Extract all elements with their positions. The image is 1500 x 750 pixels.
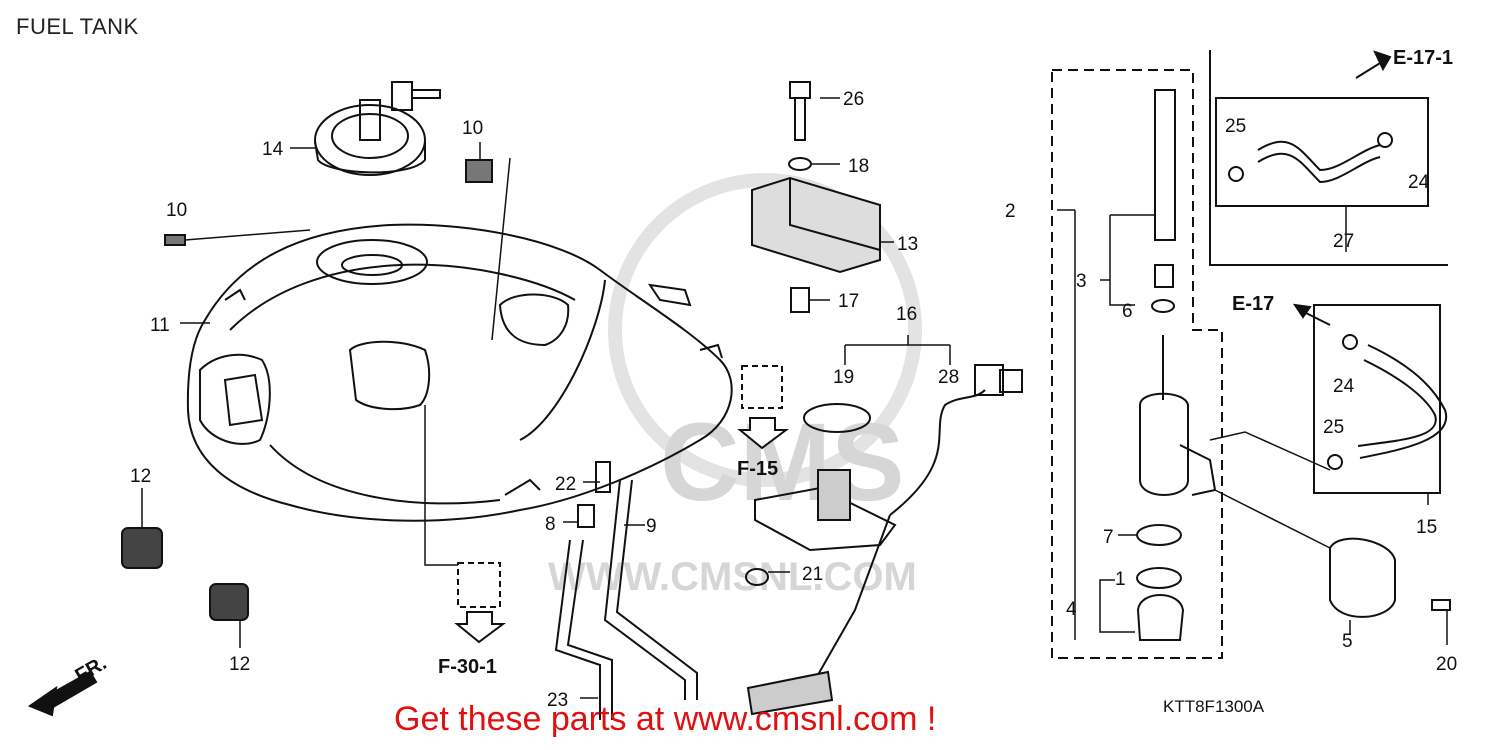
grommets xyxy=(121,527,249,621)
ref-f15: F-15 xyxy=(737,458,778,480)
callout-8: 8 xyxy=(545,514,556,535)
callout-1: 1 xyxy=(1115,569,1126,590)
callout-24-lower: 24 xyxy=(1333,376,1355,397)
leader-lines xyxy=(141,97,1448,699)
ref-e17-1: E-17-1 xyxy=(1393,47,1453,69)
callout-24-upper: 24 xyxy=(1408,172,1430,193)
callout-27: 27 xyxy=(1333,231,1354,252)
callout-22: 22 xyxy=(555,474,576,495)
callout-11: 11 xyxy=(150,315,170,336)
ref-f30-1: F-30-1 xyxy=(438,656,497,678)
group-frames xyxy=(1051,50,1448,659)
callouts: 14 10 10 11 12 12 26 18 13 17 16 19 28 2… xyxy=(130,89,1457,711)
callout-2: 2 xyxy=(1005,201,1016,222)
fuel-cap xyxy=(314,81,441,176)
callout-3: 3 xyxy=(1076,271,1087,292)
watermark: CMS WWW.CMSNL.COM xyxy=(548,173,922,599)
promo-link[interactable]: Get these parts at www.cmsnl.com ! xyxy=(394,700,937,738)
callout-10-top: 10 xyxy=(462,118,483,139)
callout-28: 28 xyxy=(938,367,959,388)
watermark-brand: CMS xyxy=(660,401,904,524)
fuel-cock xyxy=(1136,89,1451,641)
callout-6: 6 xyxy=(1122,301,1133,322)
diagram-title: FUEL TANK xyxy=(16,14,139,39)
reference-arrows xyxy=(27,50,1392,717)
callout-12-upper: 12 xyxy=(130,466,151,487)
callout-17: 17 xyxy=(838,291,859,312)
callout-20: 20 xyxy=(1436,654,1457,675)
callout-7: 7 xyxy=(1103,527,1114,548)
callout-10-left: 10 xyxy=(166,200,187,221)
callout-9: 9 xyxy=(646,516,657,537)
callout-13: 13 xyxy=(897,234,918,255)
callout-18: 18 xyxy=(848,156,869,177)
bolt-assembly xyxy=(788,81,812,313)
diagram-code: KTT8F1300A xyxy=(1163,697,1265,716)
tank-grommets xyxy=(457,365,783,608)
callout-15: 15 xyxy=(1416,517,1437,538)
callout-25-upper: 25 xyxy=(1225,116,1246,137)
callout-21: 21 xyxy=(802,564,823,585)
fuel-unit xyxy=(745,364,1023,716)
fuel-tank xyxy=(186,223,733,522)
callout-23: 23 xyxy=(547,690,568,711)
hoses xyxy=(554,461,698,720)
callout-16: 16 xyxy=(896,304,917,325)
ref-e17: E-17 xyxy=(1232,293,1274,315)
callout-5: 5 xyxy=(1342,631,1353,652)
fuel-hoses xyxy=(1228,132,1448,470)
callout-26: 26 xyxy=(843,89,864,110)
bracket xyxy=(751,176,881,274)
callout-19: 19 xyxy=(833,367,854,388)
callout-25-lower: 25 xyxy=(1323,417,1344,438)
callout-4: 4 xyxy=(1066,599,1077,620)
callout-14: 14 xyxy=(262,139,284,160)
cushions xyxy=(164,159,493,246)
callout-12-lower: 12 xyxy=(229,654,250,675)
